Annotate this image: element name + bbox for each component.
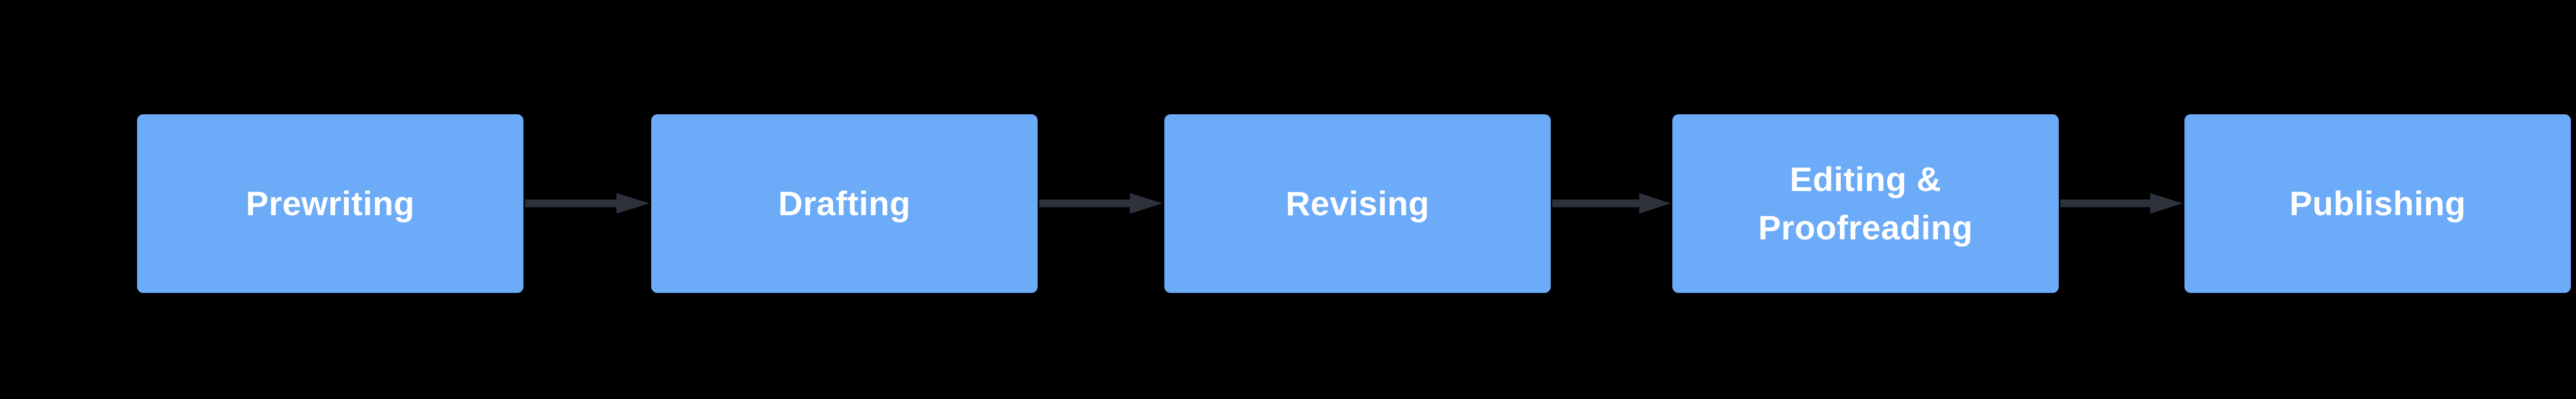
flow-node-label: Drafting (778, 184, 911, 222)
arrow-right-icon (1552, 193, 1671, 214)
flow-node-editing-proofreading: Editing & Proofreading (1672, 114, 2059, 293)
arrow-right-icon (1039, 193, 1163, 214)
arrow-right-icon (525, 193, 650, 214)
connector-prewriting-drafting (525, 188, 650, 219)
flow-node-drafting: Drafting (651, 114, 1038, 293)
flow-node-prewriting: Prewriting (137, 114, 523, 293)
flow-node-label: Revising (1285, 184, 1430, 222)
flow-node-revising: Revising (1164, 114, 1551, 293)
flow-node-label: Prewriting (246, 184, 415, 222)
flow-node-publishing: Publishing (2184, 114, 2571, 293)
connector-drafting-revising (1039, 188, 1163, 219)
connector-editing-publishing (2060, 188, 2183, 219)
arrow-right-icon (2060, 193, 2183, 214)
flow-node-label: Editing & Proofreading (1758, 160, 1973, 247)
connector-revising-editing (1552, 188, 1671, 219)
flow-node-label: Publishing (2289, 184, 2466, 222)
